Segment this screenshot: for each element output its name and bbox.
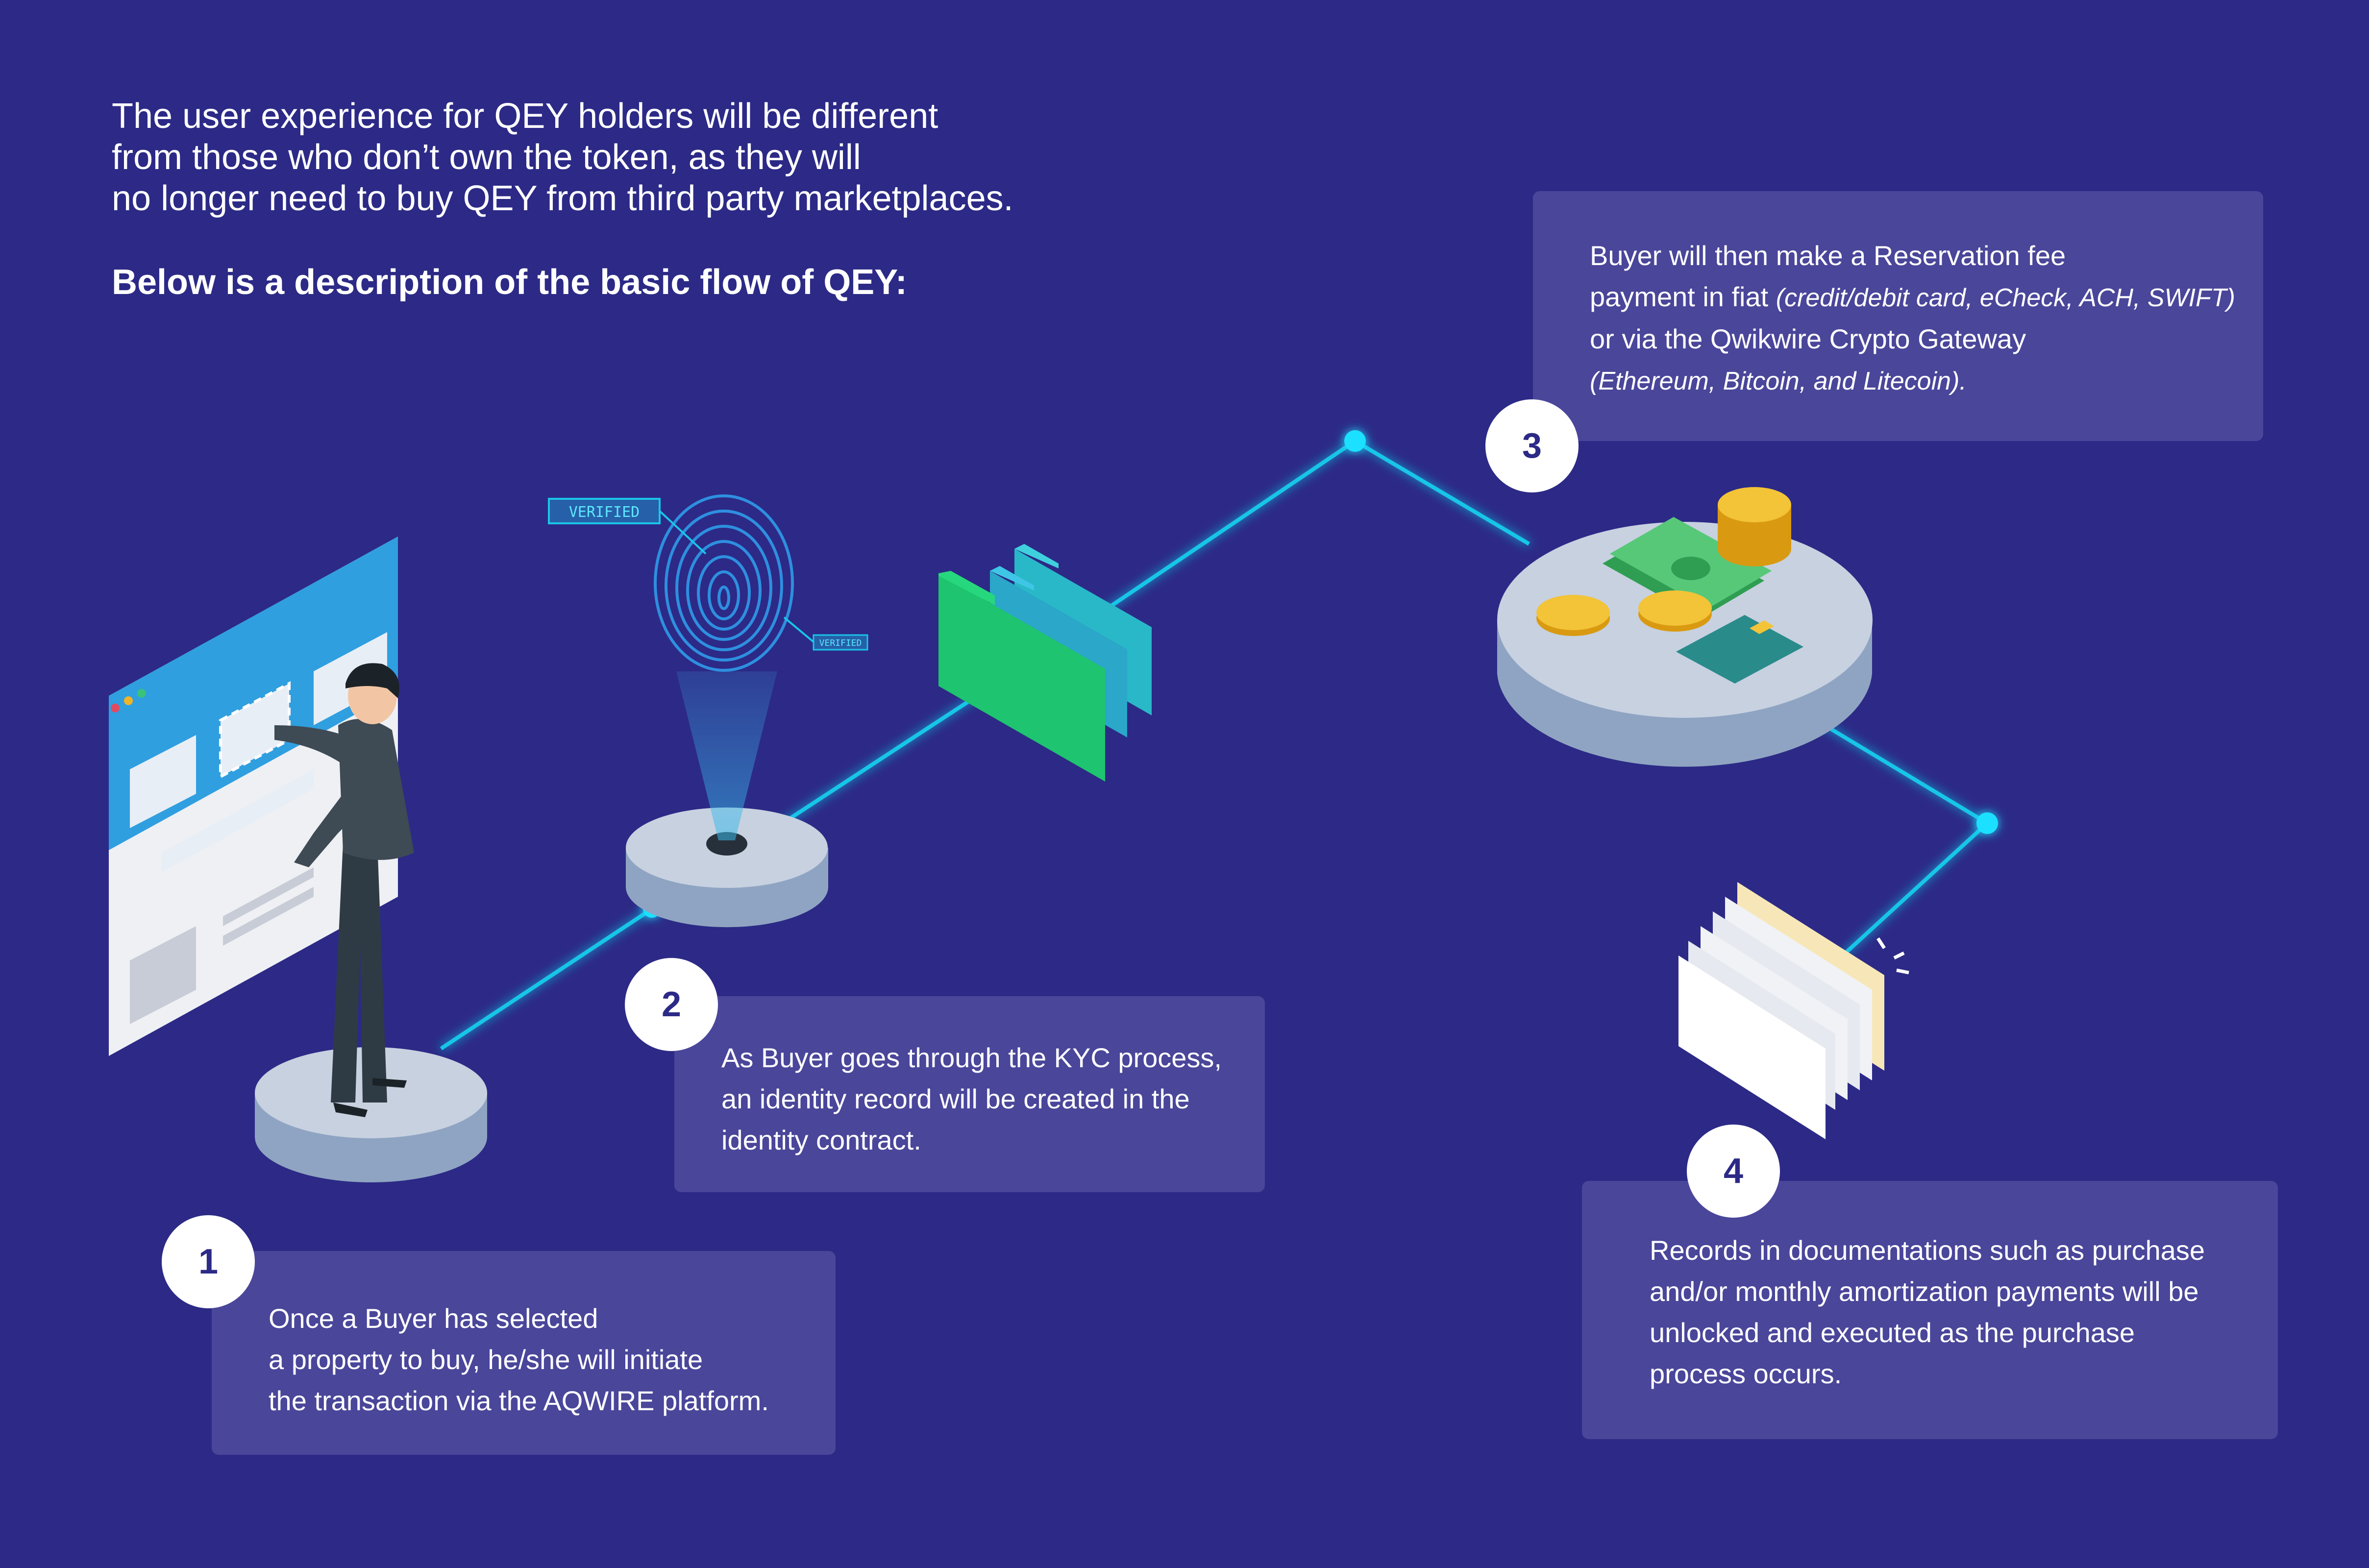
- verified-tag-small: VERIFIED: [783, 616, 868, 651]
- step-4-line: process occurs.: [1650, 1358, 1842, 1389]
- coin-icon: [1536, 487, 1791, 636]
- step-2-line: As Buyer goes through the KYC process,: [721, 1042, 1222, 1073]
- step-2-line: an identity record will be created in th…: [721, 1083, 1190, 1114]
- step-2-line: identity contract.: [721, 1125, 921, 1155]
- step-1-line: Once a Buyer has selected: [269, 1303, 598, 1334]
- step-4-line: and/or monthly amortization payments wil…: [1650, 1276, 2199, 1307]
- verified-tag: VERIFIED: [548, 498, 707, 555]
- step-3-line: payment in fiat (credit/debit card, eChe…: [1590, 276, 2235, 318]
- step-1-line: a property to buy, he/she will initiate: [269, 1344, 703, 1375]
- step-3-line: (Ethereum, Bitcoin, and Litecoin).: [1590, 360, 2235, 402]
- flow-heading: Below is a description of the basic flow…: [112, 263, 907, 302]
- step-3-badge: 3: [1485, 399, 1579, 492]
- fingerprint-icon: [654, 494, 794, 672]
- step-4-description-box: Records in documentations such as purcha…: [1582, 1181, 2278, 1439]
- step-4-line: unlocked and executed as the purchase: [1650, 1317, 2135, 1348]
- step-3-line-text: payment in fiat: [1590, 281, 1776, 312]
- step-3-line: or via the Qwikwire Crypto Gateway: [1590, 323, 2026, 354]
- step-2-badge: 2: [625, 958, 718, 1051]
- documents-icon: [1678, 882, 1909, 1139]
- step-1-line: the transaction via the AQWIRE platform.: [269, 1385, 769, 1416]
- platform-disc-2: [626, 808, 828, 928]
- step-4-badge: 4: [1687, 1125, 1780, 1218]
- svg-text:VERIFIED: VERIFIED: [819, 638, 862, 648]
- intro-line: from those who don’t own the token, as t…: [112, 138, 861, 177]
- platform-disc-1: [255, 1047, 487, 1182]
- svg-text:VERIFIED: VERIFIED: [569, 504, 640, 521]
- step-2-description-box: As Buyer goes through the KYC process, a…: [674, 996, 1265, 1192]
- buyer-figure: [274, 663, 414, 1117]
- step-3-crypto-methods: (Ethereum, Bitcoin, and Litecoin).: [1590, 367, 1967, 395]
- intro-line: The user experience for QEY holders will…: [112, 97, 938, 136]
- step-1-badge: 1: [162, 1215, 255, 1308]
- step-3-line: Buyer will then make a Reservation fee: [1590, 240, 2066, 271]
- credit-card-icon: [1676, 615, 1803, 684]
- folder-icon: [938, 544, 1152, 782]
- intro-text: The user experience for QEY holders will…: [112, 96, 1239, 219]
- step-3-description-box: Buyer will then make a Reservation fee p…: [1533, 191, 2263, 441]
- browser-window-illustration: [109, 537, 398, 1056]
- step-1-description-box: Once a Buyer has selected a property to …: [212, 1251, 836, 1455]
- hologram-beam: [676, 671, 777, 840]
- step-4-line: Records in documentations such as purcha…: [1650, 1235, 2205, 1266]
- cash-icon: [1603, 517, 1772, 618]
- step-3-fiat-methods: (credit/debit card, eCheck, ACH, SWIFT): [1776, 284, 2235, 312]
- intro-line: no longer need to buy QEY from third par…: [112, 179, 1013, 218]
